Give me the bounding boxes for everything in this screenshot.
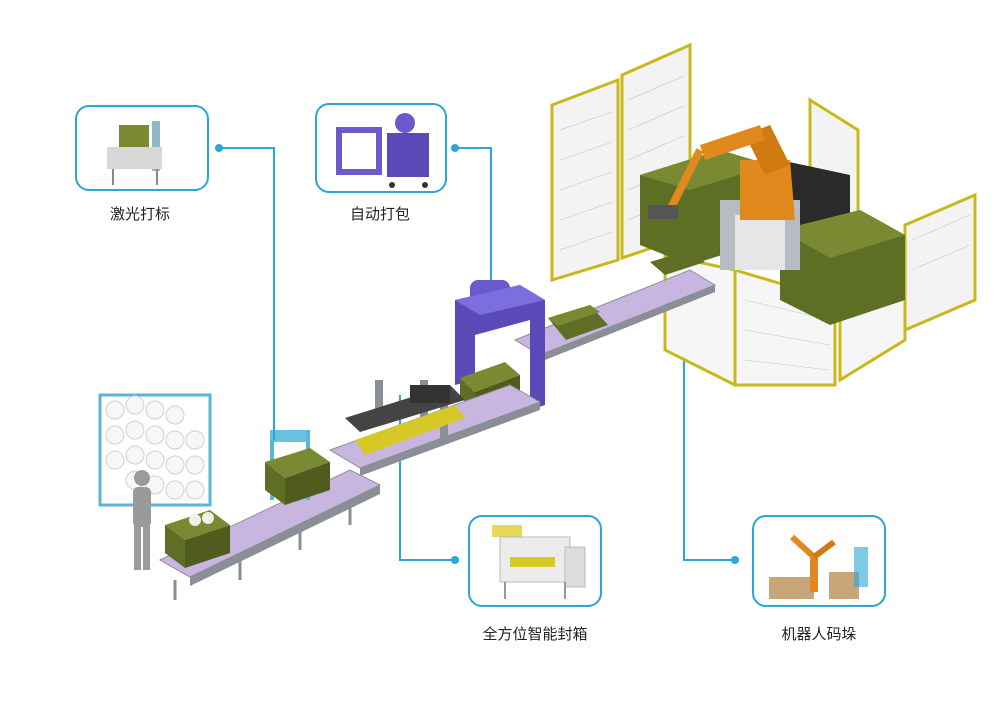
- connector-dots: [215, 144, 739, 564]
- strapping-machine-thumbnail: [336, 113, 429, 188]
- callout-laser-marking: [75, 105, 209, 191]
- case-sealer: [345, 380, 465, 455]
- palletizing-robot: [648, 125, 800, 270]
- palletizing-robot-thumbnail: [769, 534, 868, 599]
- upper-conveyor: [513, 250, 717, 362]
- strapping-machine: [455, 280, 545, 410]
- spool-rack: [98, 393, 212, 507]
- callout-case-sealing: [468, 515, 602, 607]
- case-sealer-thumbnail: [492, 525, 586, 599]
- laser-marker-thumbnail: [107, 121, 162, 185]
- callout-robot-palletizing: [752, 515, 886, 607]
- connector-robot-palletizing: [683, 330, 735, 561]
- caption-laser-marking: 激光打标: [109, 205, 170, 223]
- carton-box-start: [165, 510, 230, 568]
- connector-laser-marking: [219, 147, 275, 440]
- caption-auto-strapping: 自动打包: [349, 205, 410, 223]
- callout-auto-strapping: [315, 103, 447, 193]
- connector-auto-strapping: [455, 147, 492, 285]
- caption-case-sealing: 全方位智能封箱: [482, 625, 588, 643]
- laser-marker: [265, 430, 330, 505]
- caption-robot-palletizing: 机器人码垛: [781, 625, 857, 643]
- operator-figure: [133, 470, 151, 570]
